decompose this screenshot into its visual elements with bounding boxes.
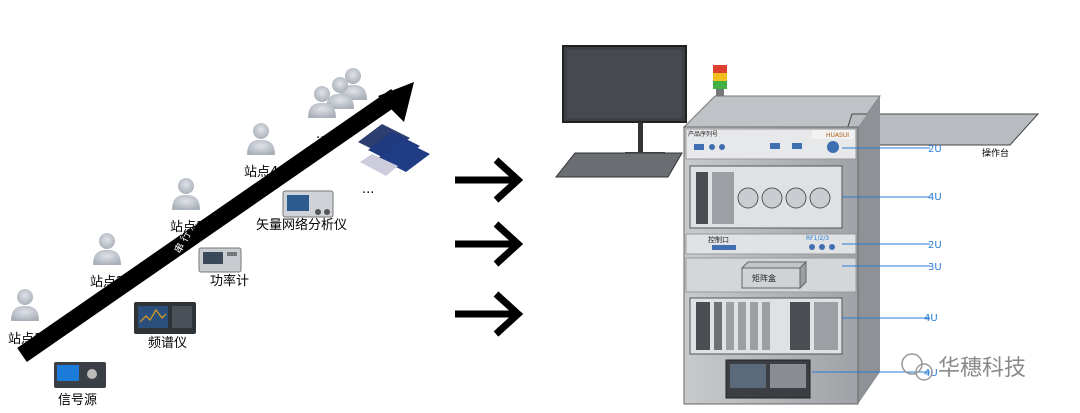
u-label-4: 3U (928, 262, 942, 273)
u-label-1: 2U (928, 144, 942, 155)
computer-cluster-icon (358, 124, 430, 176)
station-3-person-icon (172, 178, 200, 210)
arrow-1-icon (455, 157, 524, 203)
station-label-1: 站点1 (8, 332, 42, 347)
rack-switch-box: 矩阵盒 (685, 257, 857, 293)
rack-chassis-1 (689, 165, 843, 229)
u-label-3: 2U (928, 240, 942, 251)
signal-source-icon (54, 362, 106, 388)
serial-number-label: 产品序列号 (688, 130, 718, 138)
vna-label: 矢量网络分析仪 (256, 217, 347, 233)
ellipsis-top: ... (316, 127, 328, 142)
spectrum-analyzer-label: 频谱仪 (148, 336, 187, 351)
watermark-text: 华穗科技 (938, 356, 1026, 381)
watermark: 华穗科技 (901, 353, 1026, 381)
u-label-6: 4U (924, 368, 938, 379)
rack-side (858, 96, 880, 404)
ellipsis-mid: ... (362, 182, 374, 197)
rack-instrument (725, 359, 811, 399)
control-port-label: 控制口 (708, 235, 729, 244)
station-label-3: 站点3 (170, 220, 204, 235)
signal-source-label: 信号源 (58, 393, 97, 408)
brand-label: HUASUI (826, 132, 849, 139)
arrow-2-icon (455, 221, 524, 267)
switch-box-label: 矩阵盒 (752, 273, 776, 283)
station-label-2: 站点2 (90, 275, 124, 290)
rack-header-panel: 产品序列号 HUASUI (685, 128, 857, 160)
station-label-4: 站点4 (244, 165, 278, 180)
spectrum-analyzer-icon (134, 302, 196, 334)
monitor-icon (562, 45, 687, 162)
work-table-label: 操作台 (982, 147, 1009, 159)
station-1-person-icon (11, 289, 39, 321)
u-label-2: 4U (928, 192, 942, 203)
vna-icon (282, 190, 334, 218)
arrow-3-icon (455, 291, 524, 337)
power-meter-icon (198, 247, 242, 273)
u-label-5: 4U (924, 313, 938, 324)
keyboard-tray (554, 152, 683, 178)
u-indicators (812, 147, 930, 373)
transition-arrows (455, 157, 524, 337)
serial-test-arrow: 串行测试效率低 (17, 82, 414, 362)
station-2-person-icon (93, 233, 121, 265)
rack-chassis-2 (689, 297, 843, 355)
rf-label: RF1/2/3 (806, 235, 829, 242)
rack-control-panel: 控制口 RF1/2/3 (685, 233, 857, 255)
crowd-person-icons (308, 68, 367, 118)
signal-tower-icon (713, 65, 727, 97)
power-meter-label: 功率计 (210, 273, 249, 289)
station-4-person-icon (247, 123, 275, 155)
